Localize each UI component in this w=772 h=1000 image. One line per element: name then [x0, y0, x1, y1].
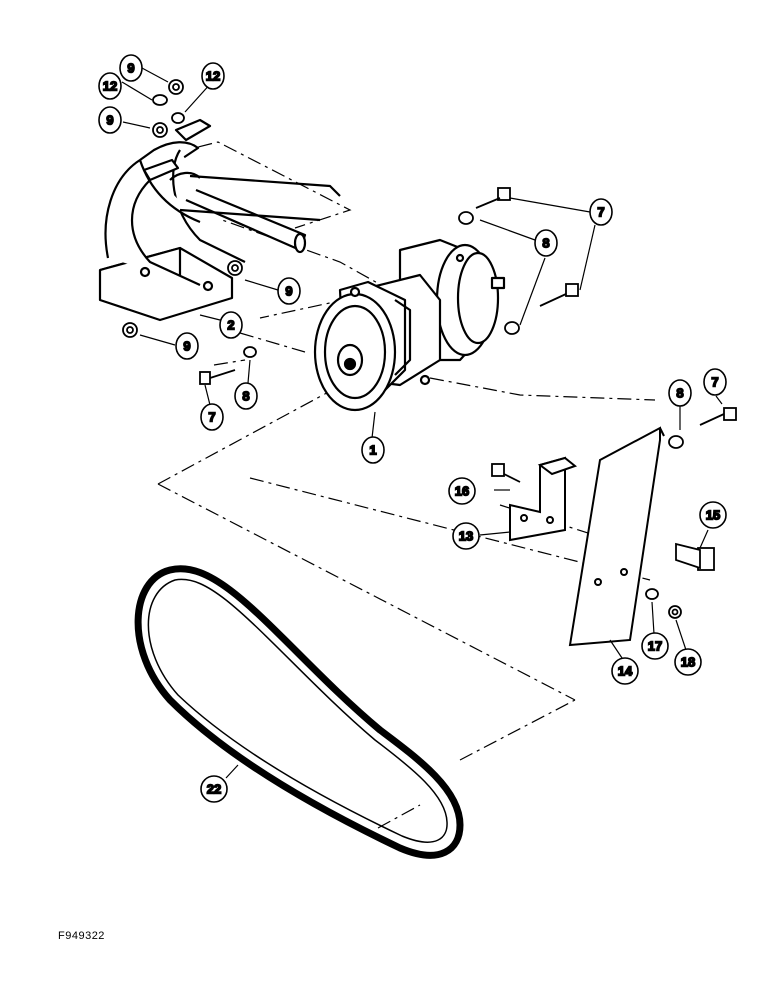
svg-text:1: 1: [369, 443, 376, 458]
callout-9-top: 9: [119, 54, 143, 82]
svg-text:7: 7: [597, 205, 604, 220]
callout-8-upper-right: 8: [534, 229, 558, 257]
callout-1: 1: [361, 436, 385, 464]
callout-14: 14: [611, 657, 639, 685]
callout-7-upper-right: 7: [589, 198, 613, 226]
svg-text:14: 14: [618, 664, 633, 679]
svg-text:12: 12: [206, 69, 220, 84]
figure-reference-code: F949322: [58, 930, 105, 942]
leader-lines: [121, 67, 723, 779]
callout-8-right: 8: [668, 379, 692, 407]
callout-9-mid: 9: [277, 277, 301, 305]
svg-text:9: 9: [106, 113, 113, 128]
svg-text:8: 8: [242, 389, 249, 404]
callout-22: 22: [200, 775, 228, 803]
svg-text:9: 9: [127, 61, 134, 76]
svg-text:9: 9: [183, 339, 190, 354]
callout-7-right: 7: [703, 368, 727, 396]
support-bracket: [509, 456, 578, 542]
callout-17: 17: [641, 632, 669, 660]
svg-text:15: 15: [706, 508, 720, 523]
svg-text:2: 2: [227, 318, 234, 333]
mounting-bracket: [98, 118, 341, 322]
fasteners: [122, 79, 737, 619]
callout-9-lower: 9: [175, 332, 199, 360]
svg-text:16: 16: [455, 484, 469, 499]
svg-text:7: 7: [711, 375, 718, 390]
callout-13: 13: [452, 522, 480, 550]
svg-text:7: 7: [208, 410, 215, 425]
callout-12-left: 12: [98, 72, 122, 100]
svg-text:22: 22: [207, 782, 221, 797]
callout-16: 16: [448, 477, 476, 505]
callout-2: 2: [219, 311, 243, 339]
svg-text:17: 17: [648, 639, 662, 654]
svg-text:8: 8: [542, 236, 549, 251]
svg-text:8: 8: [676, 386, 683, 401]
svg-text:18: 18: [681, 655, 695, 670]
svg-text:9: 9: [285, 284, 292, 299]
callout-9-upper-left: 9: [98, 106, 122, 134]
callout-8-lower-left: 8: [234, 382, 258, 410]
callout-15: 15: [699, 501, 727, 529]
brace-plate: [568, 426, 665, 647]
callout-12-right: 12: [201, 62, 225, 90]
callout-7-lower-left: 7: [200, 403, 224, 431]
callout-18: 18: [674, 648, 702, 676]
svg-text:12: 12: [103, 79, 117, 94]
callouts: 9 12 12 9 9 2 9 7 8 7 8 1 8 7 16 13 15 1…: [98, 54, 727, 803]
svg-text:13: 13: [459, 529, 473, 544]
compressor: [313, 238, 506, 412]
drive-belt: [134, 565, 464, 859]
